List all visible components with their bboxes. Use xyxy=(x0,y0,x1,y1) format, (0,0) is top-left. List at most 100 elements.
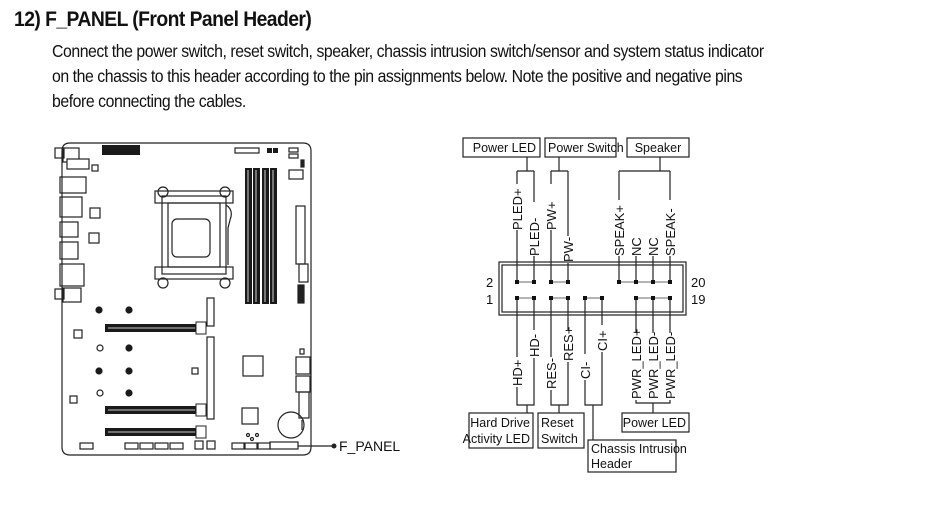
f-panel-callout-label: F_PANEL xyxy=(339,438,400,454)
pin-label-nc: NC xyxy=(646,237,661,256)
speaker-group-label: Speaker xyxy=(635,141,682,155)
screw xyxy=(219,277,231,289)
bottom-headers xyxy=(79,440,271,450)
power-led-wires xyxy=(516,157,535,202)
m2-slot xyxy=(206,297,215,327)
io-port xyxy=(62,287,82,303)
pin-label-speak-plus: SPEAK+ xyxy=(612,205,627,256)
power-led-label-box xyxy=(462,137,541,158)
component xyxy=(88,232,100,244)
cpu-socket xyxy=(161,195,227,275)
power-led-group-label: Power LED xyxy=(473,141,536,155)
component xyxy=(89,207,101,219)
component xyxy=(91,164,99,172)
connector xyxy=(299,348,305,355)
fan-header xyxy=(234,147,260,154)
paragraph-line: Connect the power switch, reset switch, … xyxy=(52,41,764,61)
pin-number-20: 20 xyxy=(691,275,705,290)
power-switch-group-label: Power Switch xyxy=(548,141,624,155)
reset-label-line2: Switch xyxy=(541,432,578,446)
socket-bracket xyxy=(154,266,234,280)
screw xyxy=(219,186,231,198)
connector xyxy=(288,147,299,153)
pin-label-pwr-led-minus: PWR_LED- xyxy=(646,332,661,399)
power-switch-wires xyxy=(550,157,569,236)
io-port xyxy=(59,176,87,194)
pin-number-1: 1 xyxy=(486,292,493,307)
dimm-slot xyxy=(253,168,260,304)
component xyxy=(73,329,83,339)
pin-number-19: 19 xyxy=(691,292,705,307)
pin-label-pled-minus: PLED- xyxy=(527,218,542,256)
pin-label-hd-plus: HD+ xyxy=(510,360,525,386)
reset-switch-label-box xyxy=(537,412,585,449)
socket-lever xyxy=(225,204,232,265)
section-heading: 12) F_PANEL (Front Panel Header) xyxy=(14,8,312,32)
cmos-battery xyxy=(277,411,305,439)
connector xyxy=(297,284,305,304)
pin-label-ci-minus: CI- xyxy=(578,362,593,379)
power-led-bottom-wires xyxy=(635,400,671,413)
pin-label-hd-minus: HD- xyxy=(527,334,542,357)
hdd-led-label-line1: Hard Drive xyxy=(470,416,530,430)
io-port xyxy=(54,288,65,300)
io-port xyxy=(59,196,83,218)
screw xyxy=(157,277,169,289)
power-switch-label-box xyxy=(544,137,617,158)
pin-label-ci-plus: CI+ xyxy=(595,330,610,351)
cpu-power-connector xyxy=(102,145,140,155)
pin-label-res-minus: RES- xyxy=(544,358,559,389)
socket-bracket xyxy=(154,190,234,204)
m2-slot xyxy=(206,336,215,420)
pin-label-pwr-led-minus: PWR_LED- xyxy=(663,332,678,399)
chassis-intrusion-wires xyxy=(584,352,603,440)
callout-dot xyxy=(331,443,337,449)
component xyxy=(241,407,259,425)
reset-wires xyxy=(550,362,569,413)
dimm-slot xyxy=(245,168,252,304)
cpu-ihs xyxy=(171,218,211,258)
paragraph-line: on the chassis to this header according … xyxy=(52,66,743,86)
pin-label-pw-minus: PW- xyxy=(561,237,576,262)
speaker-label-box xyxy=(626,137,690,158)
io-port xyxy=(66,158,90,170)
paragraph-line: before connecting the cables. xyxy=(52,91,246,111)
power-led-bottom-label: Power LED xyxy=(623,416,686,430)
io-port xyxy=(59,221,79,238)
io-port xyxy=(59,263,85,287)
sata-port xyxy=(295,356,311,375)
dimm-slot xyxy=(262,168,269,304)
component xyxy=(298,263,309,283)
hdd-led-label-box xyxy=(468,412,534,449)
io-port xyxy=(59,241,79,260)
chassis-intrusion-label-line2: Header xyxy=(591,457,632,471)
pin-label-speak-minus: SPEAK- xyxy=(663,208,678,256)
hdd-led-wires xyxy=(516,358,535,413)
pin-label-nc: NC xyxy=(629,237,644,256)
header-outline xyxy=(498,261,687,316)
pin-label-pwr-led-plus: PWR_LED+ xyxy=(629,329,644,399)
hdd-led-label-line2: Activity LED xyxy=(463,432,530,446)
connector xyxy=(267,148,272,153)
screw xyxy=(157,186,169,198)
pin-number-2: 2 xyxy=(486,275,493,290)
chassis-intrusion-label-line1: Chassis Intrusion xyxy=(591,442,687,456)
power-led-bottom-label-box xyxy=(621,412,690,433)
connector xyxy=(288,153,299,159)
chassis-intrusion-label-box xyxy=(587,439,677,473)
chipset xyxy=(242,355,264,377)
component xyxy=(191,367,199,375)
connector xyxy=(288,169,304,180)
section-paragraph: Connect the power switch, reset switch, … xyxy=(52,39,764,114)
section-title: F_PANEL (Front Panel Header) xyxy=(45,8,312,31)
pin-label-pw-plus: PW+ xyxy=(544,201,559,230)
header-pins xyxy=(515,280,672,300)
section-number: 12) xyxy=(14,8,41,31)
sata-port xyxy=(298,391,310,419)
standoff xyxy=(96,307,102,313)
component xyxy=(69,395,78,404)
io-port xyxy=(54,147,65,159)
connector xyxy=(300,159,305,168)
